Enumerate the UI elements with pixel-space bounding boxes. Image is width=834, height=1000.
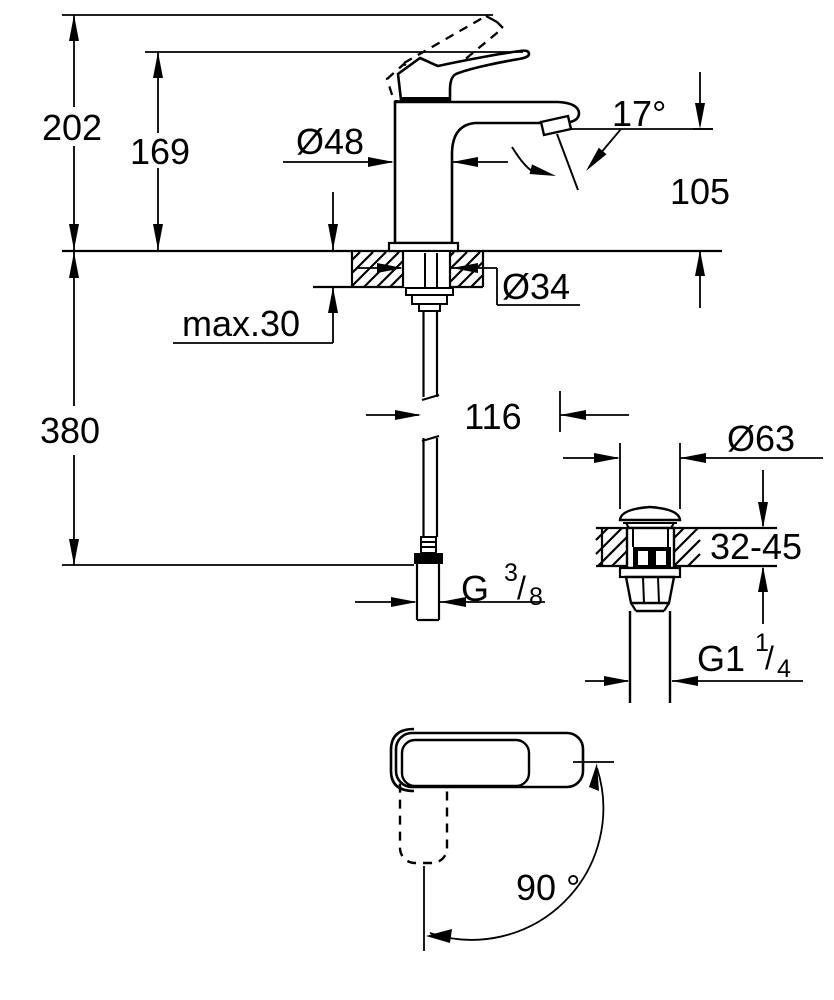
handle-base-seat [400, 97, 449, 102]
dim-169-label: 169 [130, 131, 190, 172]
dim-g114-slash: / [765, 640, 774, 676]
dim-32-45-label: 32-45 [710, 526, 802, 567]
dim-105: 105 [670, 72, 730, 308]
extension-lines [62, 14, 681, 566]
dim-angle-17: 17° [571, 93, 713, 171]
flow-direction-arrowhead [529, 164, 556, 176]
dim-90-label: 90 ° [516, 867, 580, 908]
dim-g114-sub: 4 [777, 655, 791, 683]
dim-48-label: Ø48 [296, 121, 364, 162]
dim-g38-main: G [461, 568, 489, 609]
handle-lever-side [396, 49, 531, 102]
drain-plug-dome [618, 505, 682, 522]
dim-32-45: 32-45 [710, 470, 802, 624]
faucet-shank [401, 251, 452, 290]
dim-63-label: Ø63 [727, 418, 795, 459]
flow-direction-arrow [511, 146, 535, 173]
dim-17-label: 17° [612, 93, 666, 134]
faucet-deck-edges [313, 252, 485, 289]
dim-380: 380 [40, 252, 100, 565]
drain-tailpipe [628, 609, 672, 703]
supply-thread-tube [415, 564, 441, 622]
faucet-base-plate [387, 241, 460, 253]
swivel-arc-arrowhead-bottom [426, 929, 452, 943]
swivel-arc [429, 767, 605, 941]
faucet-deck-hatch [351, 251, 484, 288]
faucet-body-spout [393, 100, 581, 245]
dim-202: 202 [42, 15, 102, 250]
dim-169: 169 [130, 52, 190, 250]
dim-105-label: 105 [670, 171, 730, 212]
dim-116-label: 116 [464, 396, 521, 437]
drain-washer [618, 566, 682, 579]
dim-diameter-48: Ø48 [283, 121, 508, 167]
supply-pipe-ferrule [420, 536, 437, 554]
dim-116: 116 [366, 396, 629, 437]
handle-lever-top-view [400, 738, 531, 788]
handle-end-cap-outline [389, 727, 415, 793]
supply-pipe-flange [414, 553, 443, 564]
dim-diameter-34: Ø34 [358, 263, 580, 307]
dim-g114-sup: 1 [755, 629, 769, 657]
dim-diameter-63: Ø63 [563, 418, 823, 463]
swivel-arc-arrowhead-top [589, 763, 599, 791]
dim-202-label: 202 [42, 107, 102, 148]
dim-g38-sup: 3 [504, 559, 518, 587]
mounting-nut-set [405, 287, 454, 312]
stream-reference-line [556, 133, 579, 191]
dim-380-label: 380 [40, 410, 100, 451]
drain-locknut [624, 575, 676, 612]
handle-raised-dashed-outline [385, 14, 504, 106]
dim-max30-label: max.30 [182, 303, 300, 344]
dim-max30: max.30 [173, 192, 338, 344]
dim-g114-main: G1 [697, 638, 745, 679]
dim-34-label: Ø34 [502, 266, 570, 307]
supply-pipe [421, 311, 440, 537]
dim-g38-slash: / [517, 570, 526, 606]
dim-g38-sub: 8 [529, 583, 543, 611]
drain-body [625, 526, 676, 570]
dim-g114: G1 1 / 4 [585, 629, 803, 686]
dim-g38: G 3 / 8 [355, 559, 545, 611]
